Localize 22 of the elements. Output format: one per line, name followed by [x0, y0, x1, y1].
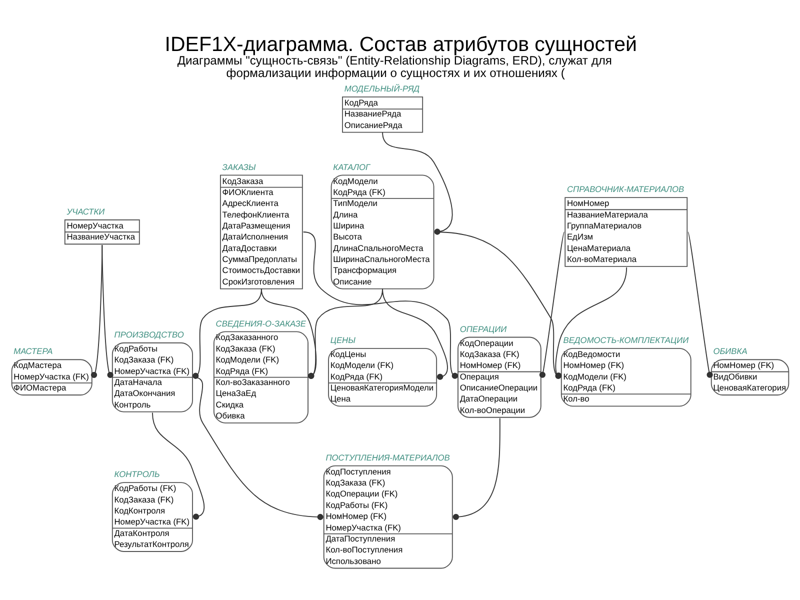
node-label: ЗАКАЗЫ	[222, 162, 256, 172]
connector	[688, 232, 713, 378]
diagram-title: IDEF1X-диаграмма. Состав атрибутов сущностей	[164, 32, 637, 56]
node-label: ПОСТУПЛЕНИЯ-МАТЕРИАЛОВ	[326, 452, 450, 462]
node-label: ОПЕРАЦИИ	[460, 324, 507, 334]
connector	[192, 376, 324, 520]
node-label: МОДЕЛЬНЫЙ-РЯД	[344, 84, 420, 94]
node-label: КОНТРОЛЬ	[114, 469, 160, 480]
connector	[90, 244, 103, 378]
node-label: СПРАВОЧНИК-МАТЕРИАЛОВ	[566, 184, 684, 194]
connector	[302, 232, 458, 379]
node-label: УЧАСТКИ	[66, 206, 105, 216]
node-label: МАСТЕРА	[14, 346, 53, 356]
connector	[382, 288, 448, 380]
node-label: ПРОИЗВОДСТВО	[114, 329, 184, 340]
connector	[452, 418, 500, 520]
node-label: ОБИВКА	[713, 346, 748, 356]
node-label: СВЕДЕНИЯ-О-ЗАКАЗЕ	[216, 318, 306, 328]
connector	[152, 412, 205, 520]
node-label: ВЕДОМОСТЬ-КОМПЛЕКТАЦИИ	[563, 335, 689, 346]
node-label: ЦЕНЫ	[330, 335, 356, 346]
node-label: КАТАЛОГ	[333, 162, 370, 172]
